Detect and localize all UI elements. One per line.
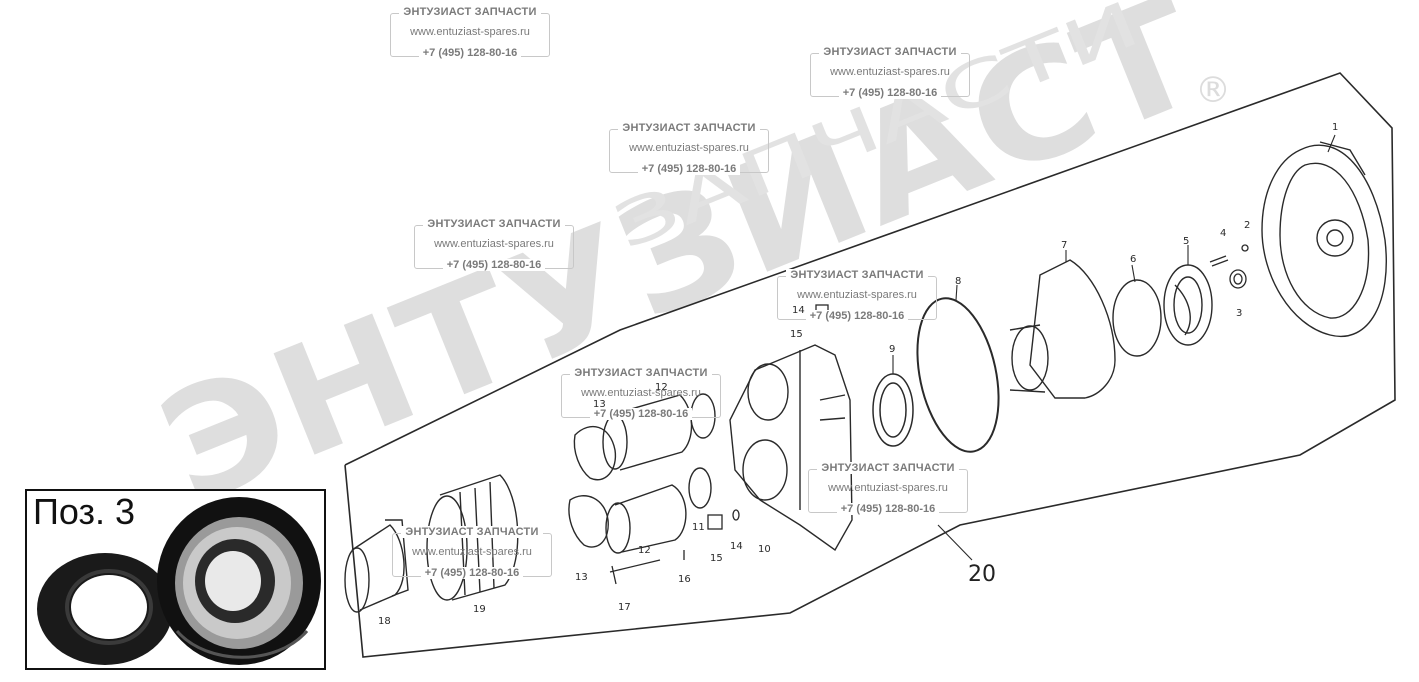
part-pump-body [729, 344, 853, 552]
callout-18: 18 [378, 616, 391, 627]
stamp-watermark: ЭНТУЗИАСТ ЗАПЧАСТИ www.entuziast-spares.… [808, 462, 968, 515]
stamp-title: ЭНТУЗИАСТ ЗАПЧАСТИ [786, 269, 928, 281]
stamp-site: www.entuziast-spares.ru [828, 482, 948, 494]
stamp-title: ЭНТУЗИАСТ ЗАПЧАСТИ [819, 46, 961, 58]
stamp-title: ЭНТУЗИАСТ ЗАПЧАСТИ [570, 367, 712, 379]
stamp-site: www.entuziast-spares.ru [830, 66, 950, 78]
part-gasket-large [916, 297, 1000, 453]
stamp-title: ЭНТУЗИАСТ ЗАПЧАСТИ [618, 122, 760, 134]
callout-16: 16 [678, 574, 691, 585]
stamp-phone: +7 (495) 128-80-16 [805, 310, 909, 322]
assembly-label: 20 [968, 562, 996, 587]
part-diffuser [1009, 259, 1116, 399]
callout-17: 17 [618, 602, 631, 613]
callout-13b: 13 [575, 572, 588, 583]
stamp-watermark: ЭНТУЗИАСТ ЗАПЧАСТИ www.entuziast-spares.… [392, 526, 552, 579]
callout-5: 5 [1183, 236, 1189, 247]
callout-12b: 12 [638, 545, 651, 556]
inset-label: Поз. 3 [33, 491, 136, 532]
stamp-watermark: ЭНТУЗИАСТ ЗАПЧАСТИ www.entuziast-spares.… [390, 6, 550, 59]
stamp-title: ЭНТУЗИАСТ ЗАПЧАСТИ [423, 218, 565, 230]
part-ring-9 [872, 373, 914, 447]
stamp-site: www.entuziast-spares.ru [797, 289, 917, 301]
callout-13a: 13 [593, 399, 606, 410]
seal-photo-illustration [37, 497, 321, 665]
callout-7: 7 [1061, 240, 1067, 251]
stamp-phone: +7 (495) 128-80-16 [637, 163, 741, 175]
callout-9: 9 [889, 344, 895, 355]
callout-15b: 15 [710, 553, 723, 564]
callout-15a: 15 [790, 329, 803, 340]
stamp-site: www.entuziast-spares.ru [629, 142, 749, 154]
seal-ring-left-inner [71, 575, 147, 639]
stamp-watermark: ЭНТУЗИАСТ ЗАПЧАСТИ www.entuziast-spares.… [414, 218, 574, 271]
stamp-site: www.entuziast-spares.ru [434, 238, 554, 250]
part-impeller [1163, 264, 1213, 346]
stamp-phone: +7 (495) 128-80-16 [836, 503, 940, 515]
stamp-phone: +7 (495) 128-80-16 [838, 87, 942, 99]
stamp-title: ЭНТУЗИАСТ ЗАПЧАСТИ [399, 6, 541, 18]
callout-14b: 14 [730, 541, 743, 552]
stamp-phone: +7 (495) 128-80-16 [418, 47, 522, 59]
seal-inset-photo: Поз. 3 [25, 489, 326, 670]
stamp-title: ЭНТУЗИАСТ ЗАПЧАСТИ [817, 462, 959, 474]
stamp-site: www.entuziast-spares.ru [581, 387, 701, 399]
callout-14a: 14 [792, 305, 805, 316]
watermark-registered: ® [1195, 70, 1231, 111]
leader-lines [892, 134, 1336, 561]
stamp-site: www.entuziast-spares.ru [412, 546, 532, 558]
callout-6: 6 [1130, 254, 1136, 265]
stamp-phone: +7 (495) 128-80-16 [420, 567, 524, 579]
callout-8: 8 [955, 276, 961, 287]
callout-19: 19 [473, 604, 486, 615]
callout-4: 4 [1220, 228, 1226, 239]
part-small-bits [1209, 244, 1249, 289]
callout-1: 1 [1332, 122, 1338, 133]
callout-3: 3 [1236, 308, 1242, 319]
callout-11b: 11 [692, 522, 705, 533]
stamp-watermark: ЭНТУЗИАСТ ЗАПЧАСТИ www.entuziast-spares.… [777, 269, 937, 322]
callout-10: 10 [758, 544, 771, 555]
brand-watermark: ЭНТУЗИАСТ ЗАПЧАСТИ ® [138, 0, 1231, 538]
kit-boundary [344, 72, 1396, 658]
callout-12a: 12 [655, 382, 668, 393]
part-inlet-tube [344, 519, 409, 613]
part-oring-11b [688, 467, 712, 509]
stamp-phone: +7 (495) 128-80-16 [442, 259, 546, 271]
stamp-watermark: ЭНТУЗИАСТ ЗАПЧАСТИ www.entuziast-spares.… [609, 122, 769, 175]
stamp-watermark: ЭНТУЗИАСТ ЗАПЧАСТИ www.entuziast-spares.… [561, 367, 721, 420]
stamp-watermark: ЭНТУЗИАСТ ЗАПЧАСТИ www.entuziast-spares.… [810, 46, 970, 99]
stamp-phone: +7 (495) 128-80-16 [589, 408, 693, 420]
stamp-site: www.entuziast-spares.ru [410, 26, 530, 38]
part-housing [1261, 141, 1387, 338]
part-clamps [568, 425, 617, 548]
stamp-title: ЭНТУЗИАСТ ЗАПЧАСТИ [401, 526, 543, 538]
callout-2: 2 [1244, 220, 1250, 231]
part-oring-8 [1112, 279, 1162, 357]
part-pins [609, 550, 685, 585]
